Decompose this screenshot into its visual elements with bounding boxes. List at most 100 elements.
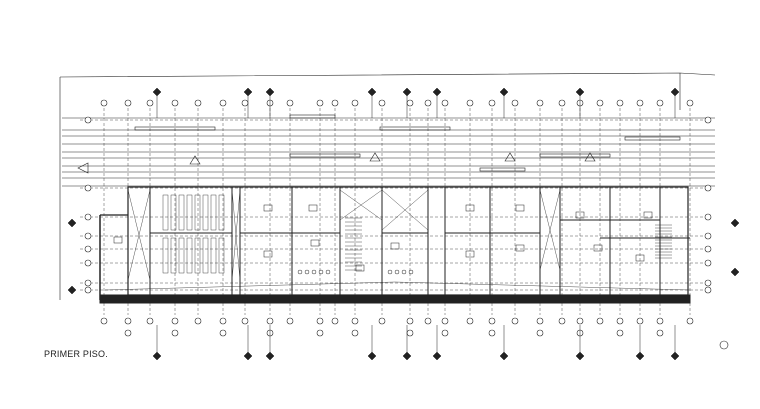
void-mark [339, 189, 383, 221]
section-marker-icon [367, 351, 377, 361]
grid-bubble [241, 99, 249, 107]
grid-bubble [84, 116, 92, 124]
grid-bubble [656, 99, 664, 107]
section-marker-icon [432, 87, 442, 97]
section-marker-icon [575, 87, 585, 97]
grid-bubble [331, 317, 339, 325]
seat-row [186, 194, 193, 231]
seat-row [210, 194, 217, 231]
grid-bubble [100, 99, 108, 107]
corridor-line [104, 281, 691, 291]
grid-bubble [286, 99, 294, 107]
grid-bubble [424, 99, 432, 107]
section-marker-icon [499, 351, 509, 361]
grid-bubble [704, 286, 712, 294]
room-tag-icon [635, 254, 645, 262]
seat-row [210, 237, 217, 274]
section-marker-icon [265, 87, 275, 97]
void-mark [539, 189, 561, 271]
section-marker-icon [265, 351, 275, 361]
grid-bubble [378, 99, 386, 107]
fixture-icon [325, 269, 331, 275]
seat-row [194, 194, 201, 231]
fixture-icon [401, 269, 407, 275]
grid-bubble [616, 317, 624, 325]
section-marker-icon [670, 351, 680, 361]
grid-bubble [84, 184, 92, 192]
grid-bubble [84, 232, 92, 240]
fixture-icon [311, 269, 317, 275]
grid-bubble [84, 286, 92, 294]
fixture-icon [297, 269, 303, 275]
grid-bubble [558, 99, 566, 107]
grid-bubble [406, 317, 414, 325]
section-marker-icon [730, 267, 740, 277]
seat-row [194, 237, 201, 274]
grid-bubble [84, 259, 92, 267]
grid-bubble [171, 317, 179, 325]
grid-bubble [84, 213, 92, 221]
grid-bubble [511, 317, 519, 325]
section-marker-icon [243, 87, 253, 97]
room-tag-icon [308, 204, 318, 212]
bottom-wall [99, 294, 691, 304]
fixture-icon [304, 269, 310, 275]
grid-bubble [219, 99, 227, 107]
grid-bubble [441, 99, 449, 107]
grid-bubble [704, 184, 712, 192]
grid-bubble [194, 99, 202, 107]
beam-outline [379, 126, 451, 131]
room-tag-icon [515, 204, 525, 212]
grid-bubble [488, 317, 496, 325]
room-tag-icon [515, 244, 525, 252]
grid-bubble [351, 329, 359, 337]
level-marker-icon [369, 152, 381, 162]
grid-bubble [441, 329, 449, 337]
grid-bubble [316, 99, 324, 107]
grid-bubble [596, 317, 604, 325]
seat-row [202, 237, 209, 274]
grid-bubble [704, 232, 712, 240]
section-marker-icon [575, 351, 585, 361]
grid-bubble [558, 317, 566, 325]
grid-bubble [146, 317, 154, 325]
room-tag-icon [390, 242, 400, 250]
grid-bubble [351, 317, 359, 325]
seat-row [202, 194, 209, 231]
seat-row [162, 194, 169, 231]
fixture-icon [408, 269, 414, 275]
seat-row [218, 194, 225, 231]
grid-bubble [351, 99, 359, 107]
grid-bubble [241, 317, 249, 325]
section-marker-icon [432, 351, 442, 361]
seat-row [218, 237, 225, 274]
grid-bubble [488, 329, 496, 337]
grid-bubble [704, 245, 712, 253]
beam-outline [289, 153, 361, 158]
level-marker-icon [504, 152, 516, 162]
beam-outline [539, 153, 611, 158]
grid-bubble [466, 99, 474, 107]
room-tag-icon [575, 211, 585, 219]
grid-bubble [488, 99, 496, 107]
grid-bubble [424, 317, 432, 325]
north-arrow-icon [77, 162, 89, 174]
grid-bubble [466, 317, 474, 325]
room-tag-icon [465, 204, 475, 212]
grid-bubble [686, 317, 694, 325]
section-marker-icon [152, 87, 162, 97]
grid-bubble [536, 329, 544, 337]
grid-bubble [704, 116, 712, 124]
compass-icon [719, 340, 729, 350]
room-tag-icon [643, 211, 653, 219]
beam-outline [289, 114, 336, 119]
section-marker-icon [402, 351, 412, 361]
section-marker-icon [67, 285, 77, 295]
void-mark [127, 189, 151, 281]
room-tag-icon [465, 250, 475, 258]
grid-bubble [406, 99, 414, 107]
grid-bubble [266, 317, 274, 325]
drawing-title: PRIMER PISO. [44, 349, 108, 359]
grid-bubble [124, 329, 132, 337]
